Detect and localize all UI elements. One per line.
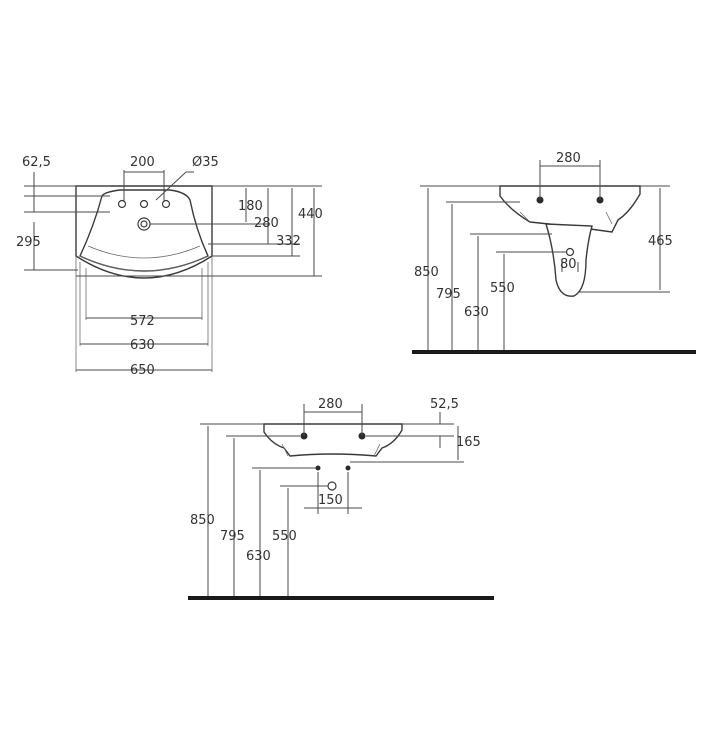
top-view-dim-630: 630 [130, 338, 155, 353]
front-view-dim-165: 165 [456, 435, 481, 450]
side-view-dim-795: 795 [436, 287, 461, 302]
side-view-dim-630: 630 [464, 305, 489, 320]
top-view-dim-572: 572 [130, 314, 155, 329]
front-view-basin [263, 423, 403, 457]
front-view-dim-150: 150 [318, 493, 343, 508]
top-view-bowl-inner-rim [87, 245, 201, 259]
top-view-bowl-front-rim [79, 255, 209, 272]
side-view-dim-280: 280 [556, 151, 581, 166]
side-view: 280 465 850 795 630 550 80 [412, 151, 696, 354]
front-view-dim-630: 630 [246, 549, 271, 564]
top-view-dim-440: 440 [298, 207, 323, 222]
top-view-dim-650: 650 [130, 363, 155, 378]
top-view-dim-200: 200 [130, 155, 155, 170]
top-view-dim-280: 280 [254, 216, 279, 231]
front-view-dim-550: 550 [272, 529, 297, 544]
top-view-dim-180: 180 [238, 199, 263, 214]
side-view-dim-465: 465 [648, 234, 673, 249]
front-view-fixing-left [315, 465, 321, 471]
front-view-dim-280: 280 [318, 397, 343, 412]
top-view-tap-hole-right [161, 199, 171, 209]
top-view-dim-35: Ø35 [192, 155, 219, 170]
front-view-dim-52-5: 52,5 [430, 397, 459, 412]
side-view-dim-550: 550 [490, 281, 515, 296]
top-view-tap-hole-left [117, 199, 127, 209]
side-view-pedestal [545, 223, 593, 297]
side-view-dim-850: 850 [414, 265, 439, 280]
side-view-dim-80: 80 [560, 257, 577, 272]
front-view-dim-795: 795 [220, 529, 245, 544]
top-view-dim-295: 295 [16, 235, 41, 250]
top-view-tap-hole-center [139, 199, 149, 209]
front-view-waste-outlet [327, 481, 337, 491]
top-view: 62,5 295 200 Ø35 180 280 440 332 572 630… [16, 155, 323, 378]
top-view-dim-62-5: 62,5 [22, 155, 51, 170]
top-view-dim-332: 332 [276, 234, 301, 249]
front-view-dim-850: 850 [190, 513, 215, 528]
top-view-drain-inner [140, 220, 148, 228]
front-view-fixing-right [345, 465, 351, 471]
side-view-drain-hole [565, 247, 575, 257]
front-view: 280 52,5 165 850 795 630 550 150 [188, 397, 494, 600]
